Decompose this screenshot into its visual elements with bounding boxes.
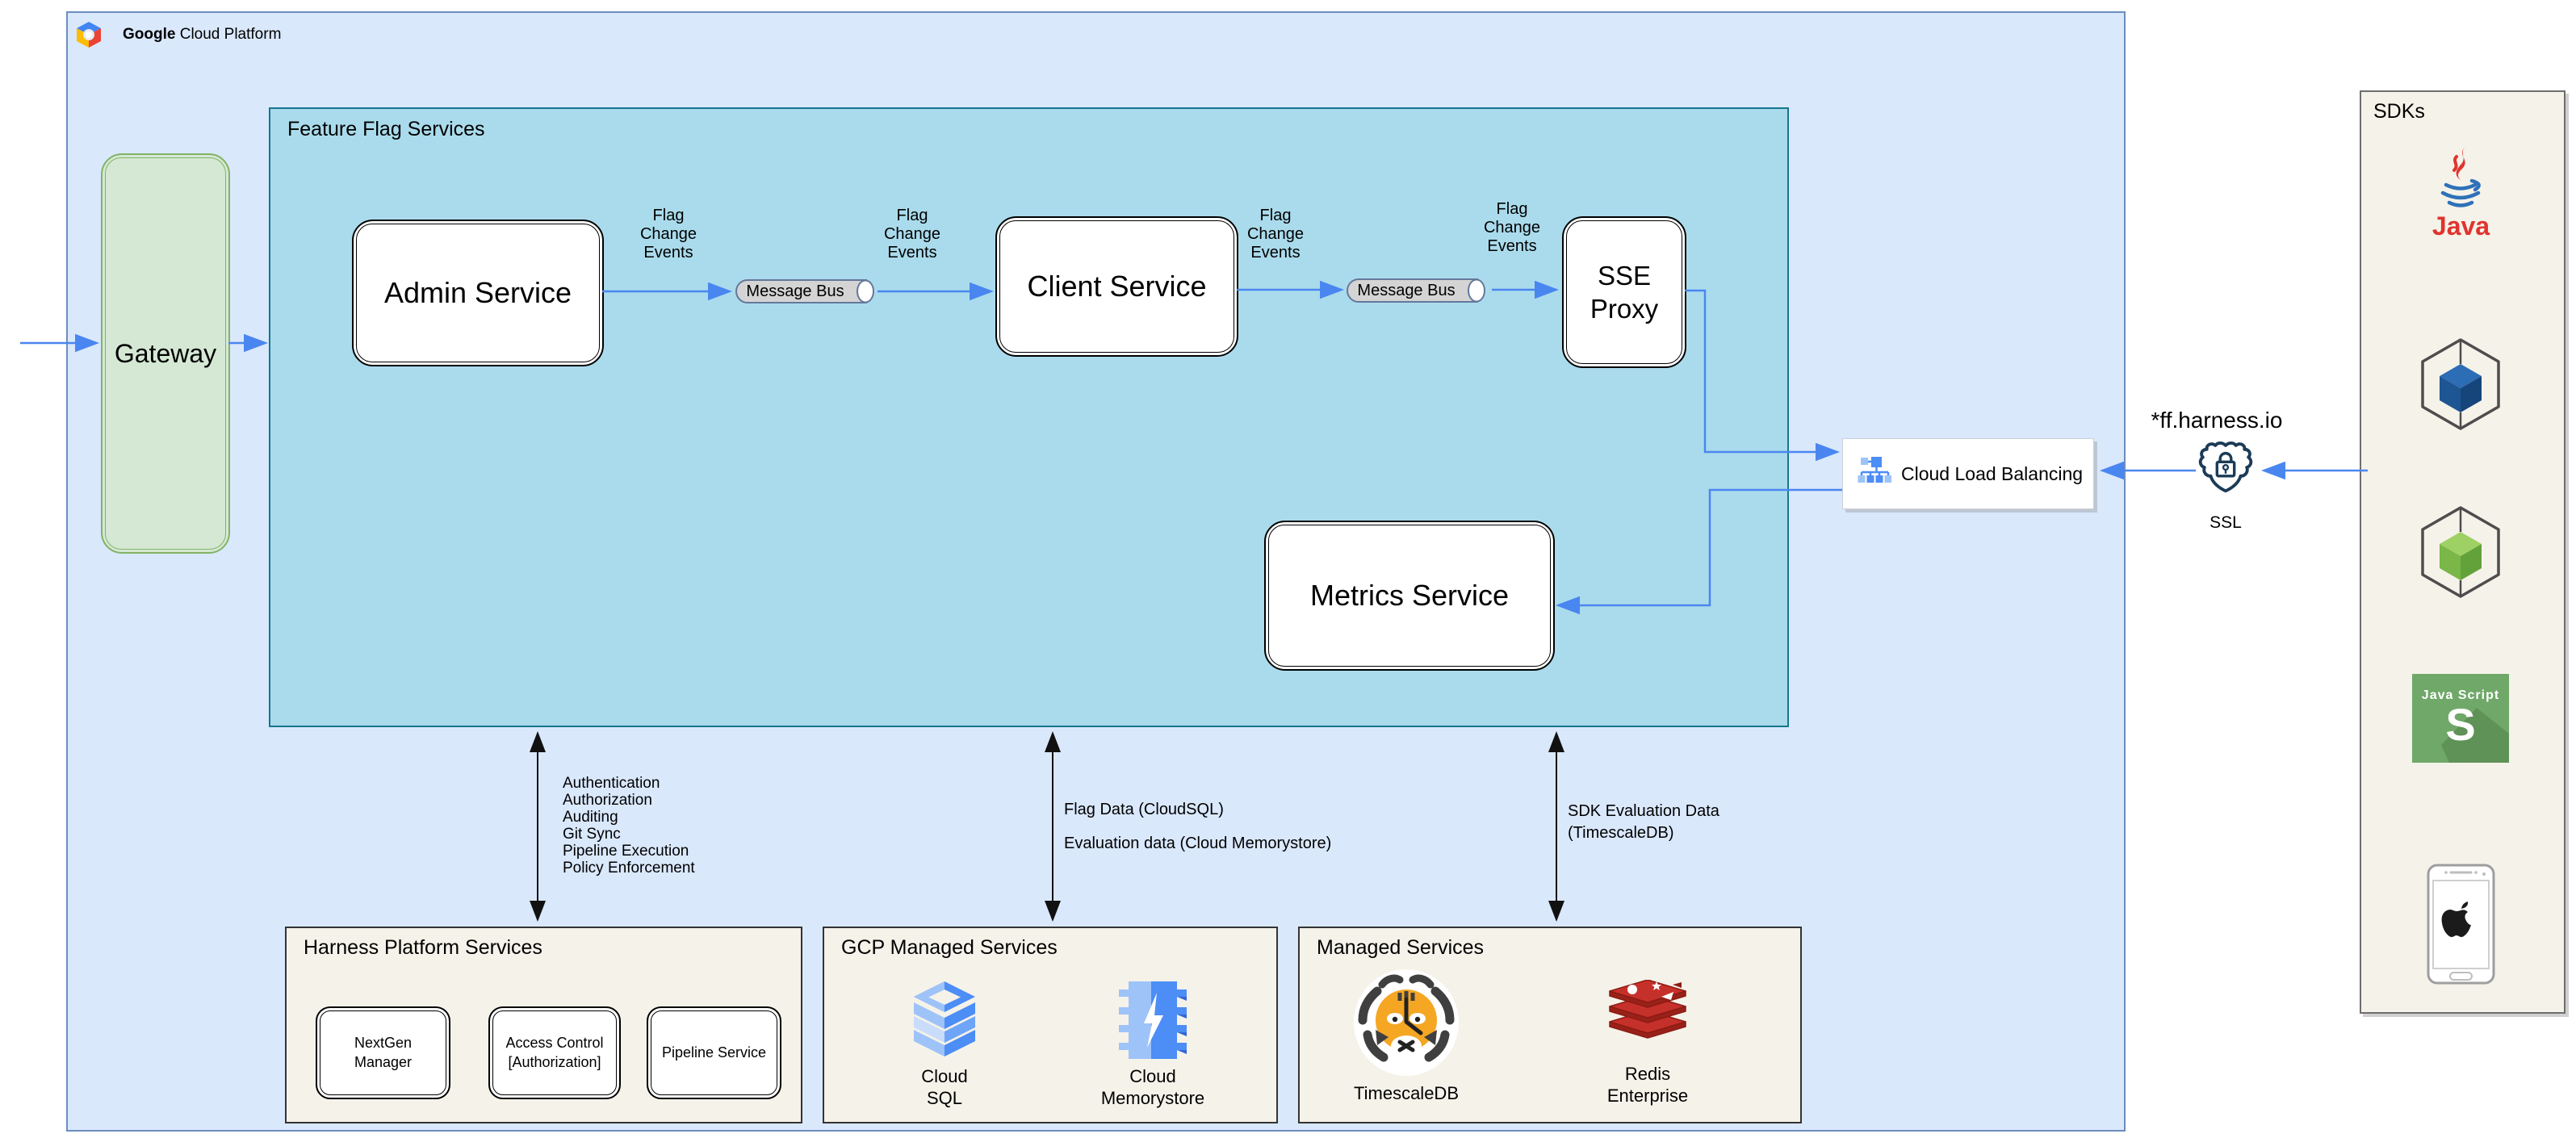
sse-proxy-label: SSE Proxy [1590,260,1659,324]
admin-service-node: Admin Service [352,220,604,366]
harness-domain-label: *ff.harness.io [2151,408,2283,433]
client-service-node: Client Service [995,216,1238,357]
android-ios-label: Android/iOS [2360,843,2576,864]
java-label: Java [2431,211,2490,241]
admin-service-label: Admin Service [383,276,572,309]
flag-change-events-label-4: Flag Change Events [1483,200,1541,255]
harness-platform-services-title: Harness Platform Services [304,936,542,959]
cloud-memorystore-icon [1119,981,1187,1059]
managed-services-title: Managed Services [1317,936,1485,959]
ssl-shield-lock-icon [2198,441,2253,493]
timescaledb-label: TimescaleDB [1354,1083,1459,1103]
gateway-label: Gateway [114,338,217,368]
sse-proxy-node: SSE Proxy [1562,216,1686,368]
access-control-node: Access Control [Authorization] [488,1006,621,1099]
brand-bold: Google [123,26,176,43]
flag-change-events-label-2: Flag Change Events [883,207,941,261]
redis-enterprise-label: Redis Enterprise [1606,1064,1689,1106]
dotnet-label: .NET [2360,313,2576,334]
nextgen-manager-label: NextGen Manager [354,1035,413,1070]
cloud-load-balancing-card: Cloud Load Balancing [1842,438,2094,509]
message-bus-cylinder-icon [735,279,874,303]
gateway-node: Gateway [101,153,230,554]
nextgen-manager-node: NextGen Manager [316,1006,450,1099]
evaluation-data-label: Evaluation data (Cloud Memorystore) [1064,835,1332,852]
message-bus-1: Message Bus [735,279,877,303]
client-service-label: Client Service [1027,270,1207,303]
javascript-wordmark: Java Script [2421,688,2500,702]
feature-flag-services-title: Feature Flag Services [287,118,485,140]
java-logo-icon [2440,147,2481,207]
cloud-sql-label: Cloud SQL [921,1066,968,1108]
message-bus-cylinder-icon [1347,278,1485,303]
javascript-s-glyph: S [2445,699,2476,750]
flag-change-events-label-1: Flag Change Events [639,207,697,261]
gcp-header-title: Google Cloud Platform [123,26,281,44]
node-cube-icon [2421,506,2500,598]
metrics-service-node: Metrics Service [1264,521,1555,671]
message-bus-2-label: Message Bus [1357,281,1456,299]
message-bus-2: Message Bus [1346,278,1488,303]
cloud-load-balancing-icon [1858,457,1891,483]
cloud-memorystore-label: Cloud Memorystore [1100,1066,1205,1108]
cloud-load-balancing-label: Cloud Load Balancing [1901,462,2084,484]
flag-change-events-label-3: Flag Change Events [1246,207,1305,261]
pipeline-service-label: Pipeline Service [661,1044,767,1061]
redis-icon [1609,980,1686,1039]
cloud-sql-icon [914,981,975,1056]
timescaledb-tiger-icon [1354,969,1459,1076]
ssl-label: SSL [2209,513,2242,532]
metrics-service-label: Metrics Service [1309,579,1510,612]
sdks-title: SDKs [2373,100,2425,123]
platform-ops-list: Authentication Authorization Auditing Gi… [563,775,695,877]
mobile-phone-apple-icon [2427,864,2495,985]
javascript-icon: Java Script S [2412,674,2509,763]
access-control-label: Access Control [Authorization] [505,1035,604,1070]
feature-flag-services-group [269,107,1789,727]
dotnet-cube-icon [2421,338,2500,430]
brand-rest: Cloud Platform [179,26,282,43]
flag-data-label: Flag Data (CloudSQL) [1064,801,1224,818]
gcp-logo-icon [77,22,101,48]
sdk-evaluation-label: SDK Evaluation Data (TimescaleDB) [1568,802,1719,842]
javascript-shadow [2441,708,2509,763]
message-bus-1-label: Message Bus [746,282,844,300]
node-label: Node [2360,481,2576,502]
pipeline-service-node: Pipeline Service [647,1006,781,1099]
gcp-managed-services-group [823,927,1278,1123]
gcp-managed-services-title: GCP Managed Services [841,936,1058,959]
